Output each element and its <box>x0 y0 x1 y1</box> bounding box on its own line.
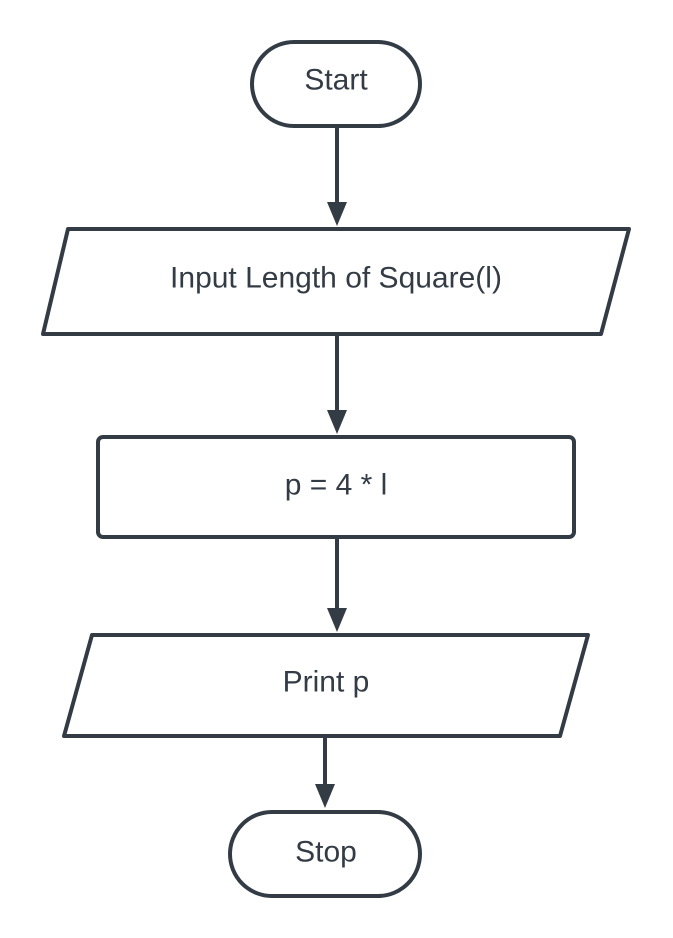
start-label: Start <box>304 64 368 97</box>
input-node: Input Length of Square(l) <box>41 227 631 336</box>
output-label: Print p <box>283 666 370 699</box>
stop-label: Stop <box>295 836 357 869</box>
start-node: Start <box>250 40 422 128</box>
output-node: Print p <box>62 633 590 738</box>
arrowhead-icon <box>327 608 347 632</box>
connector-start-to-input <box>327 126 347 226</box>
process-node: p = 4 * l <box>96 435 576 539</box>
arrowhead-icon <box>327 202 347 226</box>
connector-output-to-stop <box>315 736 335 808</box>
arrowhead-icon <box>327 410 347 434</box>
connector-process-to-output <box>327 537 347 632</box>
connector-input-to-process <box>327 334 347 434</box>
process-label: p = 4 * l <box>285 469 388 502</box>
input-label: Input Length of Square(l) <box>170 262 502 295</box>
stop-node: Stop <box>228 810 422 898</box>
arrowhead-icon <box>315 784 335 808</box>
